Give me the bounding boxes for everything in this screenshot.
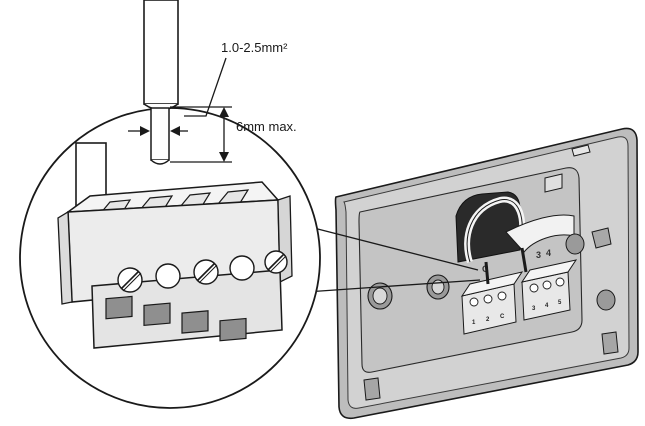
screw-icon (229, 255, 255, 281)
plate-terminal-number: 2 (486, 317, 490, 323)
wire-loop (466, 199, 523, 263)
clamp-opening (181, 310, 209, 334)
arrow-icon (219, 107, 229, 117)
wire-bend (505, 214, 575, 253)
clamp-opening (105, 295, 133, 320)
plate-terminal-number: 3 (532, 306, 536, 312)
plate-terminal-number: 5 (558, 300, 562, 306)
plate-digit-label: 4 (546, 248, 551, 258)
clamp-opening (143, 302, 171, 327)
base-plate: C 3 4 1 2 C 3 4 5 (334, 127, 639, 420)
mounting-hole-bottom (596, 289, 616, 311)
terminal-block-zoomed (57, 181, 293, 349)
wire-into-terminal (520, 247, 528, 273)
callout-line-bottom (305, 279, 481, 293)
mounting-hole-left (367, 282, 393, 310)
clamp-opening (219, 317, 247, 342)
arrow-icon (170, 126, 180, 136)
base-plate-clip (544, 173, 563, 193)
base-plate-recess (358, 167, 583, 373)
plate-terminal-block-left: 1 2 C (460, 271, 524, 335)
mounting-hole-right (565, 227, 612, 255)
screw-icon (193, 259, 219, 285)
plate-terminal-number: 1 (472, 320, 476, 326)
plate-digit-label: 3 (536, 250, 541, 260)
callout-line-top (305, 225, 479, 271)
strip-length-label: 6mm max. (236, 119, 297, 134)
base-plate-foot (601, 331, 619, 355)
screw-icon (264, 250, 288, 274)
plate-terminal-block-right: 3 4 5 (520, 259, 578, 321)
stripped-wire (143, 0, 179, 165)
arrow-icon (140, 126, 150, 136)
screw-icon (155, 263, 181, 289)
wire-gauge-label: 1.0-2.5mm² (221, 40, 288, 55)
plate-terminal-number: C (500, 314, 505, 320)
gauge-leader-line (184, 57, 227, 117)
base-plate-foot (363, 377, 381, 401)
plate-terminal-number: 4 (545, 303, 549, 309)
arrow-icon (219, 152, 229, 162)
mounting-hole-mid (426, 274, 450, 300)
base-plate-clip (571, 144, 591, 157)
wire-into-terminal (484, 261, 490, 285)
screw-icon (117, 267, 143, 293)
